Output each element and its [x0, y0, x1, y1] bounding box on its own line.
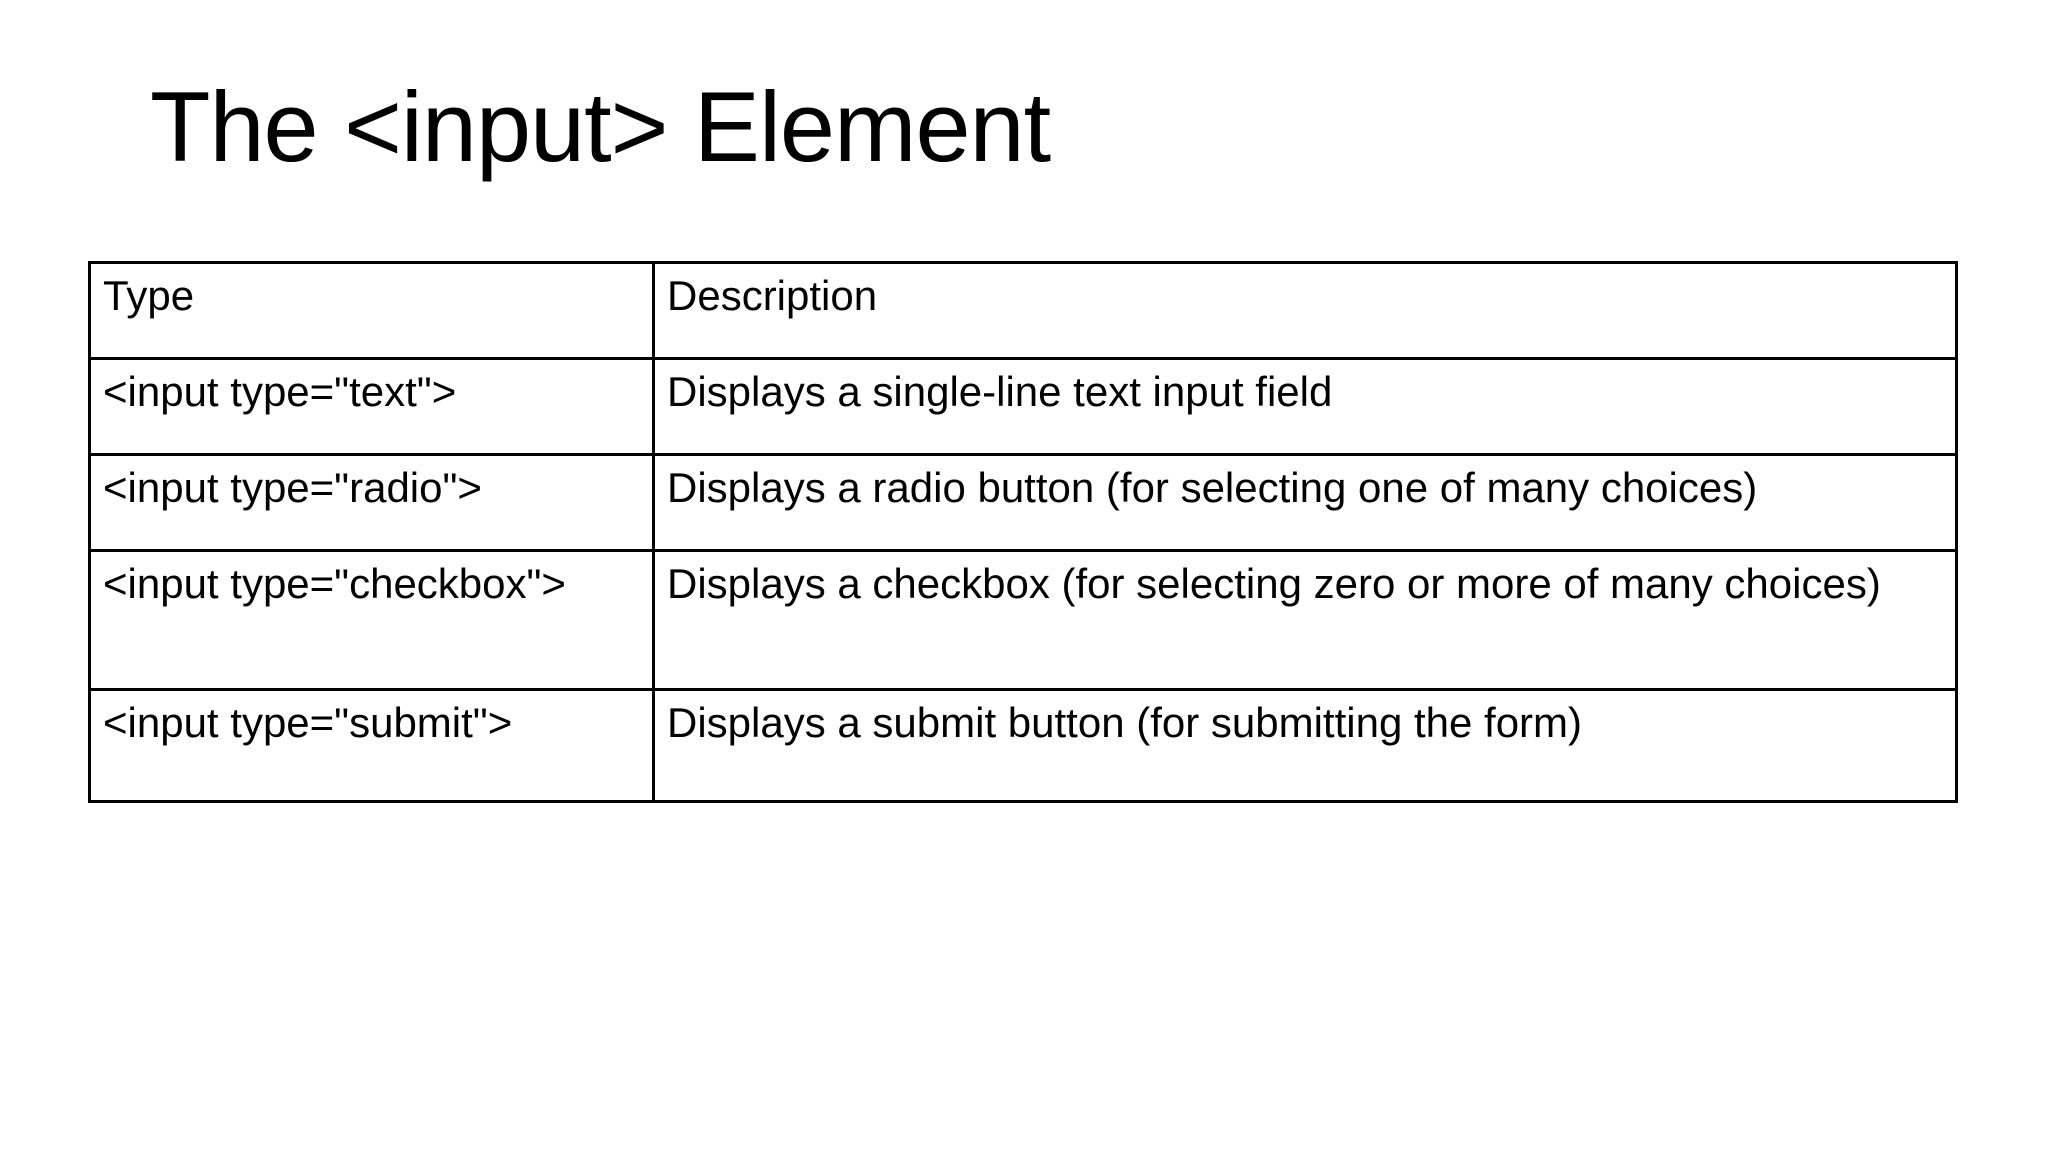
type-cell: <input type="checkbox">: [88, 549, 655, 691]
table-header-row: Type Description: [88, 261, 1958, 360]
table-row: <input type="radio"> Displays a radio bu…: [88, 453, 1958, 552]
type-cell: <input type="radio">: [88, 453, 655, 552]
slide-title: The <input> Element: [150, 71, 1051, 182]
header-cell-description: Description: [652, 261, 1958, 360]
table-row: <input type="submit"> Displays a submit …: [88, 688, 1958, 803]
description-cell: Displays a submit button (for submitting…: [652, 688, 1958, 803]
description-cell: Displays a radio button (for selecting o…: [652, 453, 1958, 552]
description-cell: Displays a single-line text input field: [652, 357, 1958, 456]
table-row: <input type="text"> Displays a single-li…: [88, 357, 1958, 456]
header-cell-type: Type: [88, 261, 655, 360]
description-cell: Displays a checkbox (for selecting zero …: [652, 549, 1958, 691]
type-cell: <input type="submit">: [88, 688, 655, 803]
table-row: <input type="checkbox"> Displays a check…: [88, 549, 1958, 691]
type-cell: <input type="text">: [88, 357, 655, 456]
input-types-table: Type Description <input type="text"> Dis…: [88, 261, 1958, 803]
